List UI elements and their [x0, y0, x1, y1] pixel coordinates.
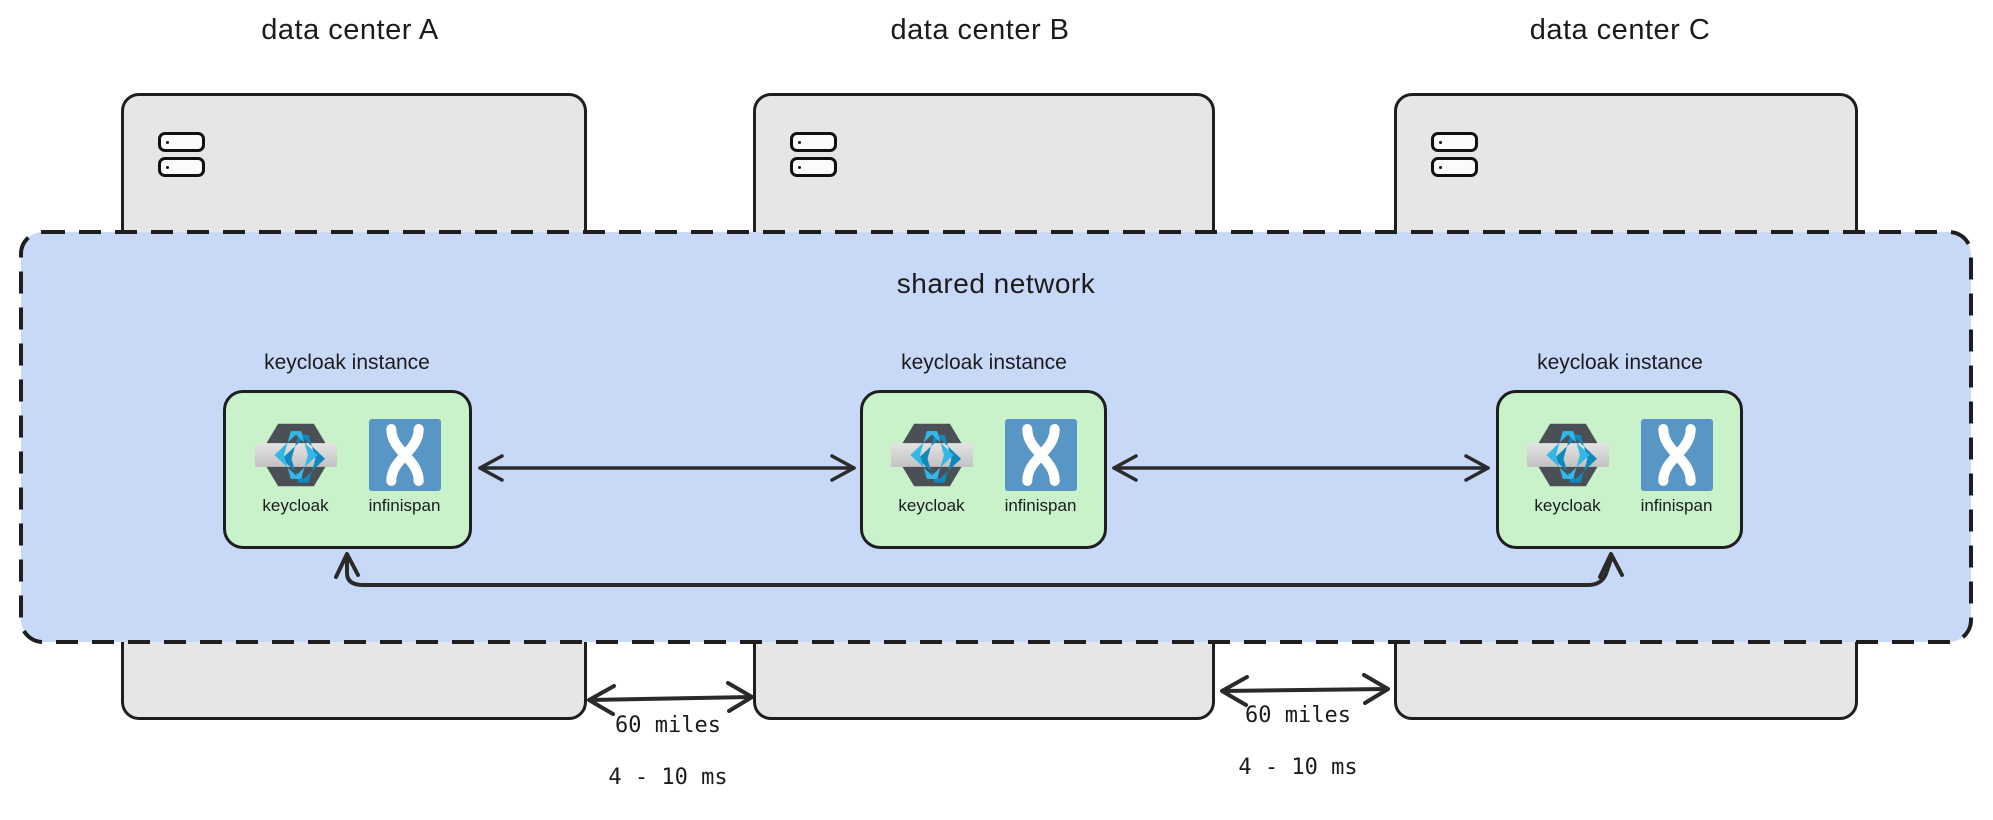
infinispan-caption: infinispan [1004, 496, 1077, 515]
arrow-gap-b-c [1220, 673, 1390, 707]
keycloak-component: keycloak [890, 419, 973, 516]
shared-network-label: shared network [896, 268, 1096, 299]
instance-label-c: keycloak instance [1537, 351, 1703, 374]
server-unit [790, 132, 837, 152]
server-unit [1431, 157, 1478, 177]
infinispan-component: infinispan [1640, 419, 1713, 516]
instance-label-b: keycloak instance [901, 351, 1067, 374]
instance-box-b: keycloak infinispan [860, 390, 1107, 549]
distance-label-b-c: 60 miles [1245, 703, 1351, 728]
datacenter-c-title: data center C [1529, 14, 1711, 46]
server-unit [158, 157, 205, 177]
distance-label-a-b: 60 miles [615, 713, 721, 738]
infinispan-component: infinispan [368, 419, 441, 516]
keycloak-icon [1526, 423, 1609, 487]
datacenter-a-title: data center A [261, 14, 439, 46]
keycloak-caption: keycloak [898, 496, 965, 515]
datacenter-b-title: data center B [890, 14, 1070, 46]
keycloak-icon [254, 423, 337, 487]
infinispan-icon [368, 419, 441, 491]
infinispan-caption: infinispan [368, 496, 441, 515]
server-icon [158, 132, 205, 182]
infinispan-icon [1640, 419, 1713, 491]
keycloak-caption: keycloak [1534, 496, 1601, 515]
server-unit [158, 132, 205, 152]
keycloak-component: keycloak [1526, 419, 1609, 516]
instance-label-a: keycloak instance [264, 351, 430, 374]
arrow-gap-a-b [587, 681, 754, 716]
server-icon [1431, 132, 1478, 182]
server-unit [790, 157, 837, 177]
server-icon [790, 132, 837, 182]
infinispan-caption: infinispan [1640, 496, 1713, 515]
latency-label-a-b: 4 - 10 ms [608, 765, 728, 790]
keycloak-icon [890, 423, 973, 487]
infinispan-icon [1004, 419, 1077, 491]
keycloak-component: keycloak [254, 419, 337, 516]
infinispan-component: infinispan [1004, 419, 1077, 516]
instance-box-a: keycloak infinispan [223, 390, 472, 549]
latency-label-b-c: 4 - 10 ms [1238, 755, 1358, 780]
instance-box-c: keycloak infinispan [1496, 390, 1743, 549]
keycloak-caption: keycloak [262, 496, 329, 515]
server-unit [1431, 132, 1478, 152]
